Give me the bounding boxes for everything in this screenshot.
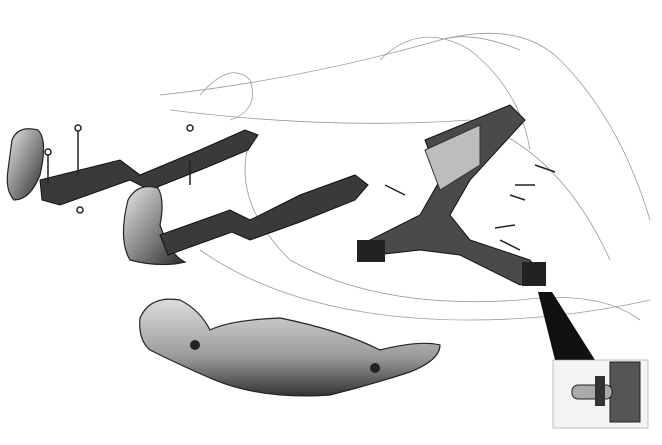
mounting-bracket-assembly xyxy=(357,104,546,286)
mounting-bolts xyxy=(44,124,556,251)
detail-inset xyxy=(538,292,649,429)
bumper-bar xyxy=(139,298,441,397)
car-body-outline xyxy=(159,32,651,321)
bumper-bracket-front xyxy=(39,129,259,206)
bumper-bracket-rear xyxy=(159,174,369,256)
bolt-icon xyxy=(370,363,380,373)
bolt-icon xyxy=(190,340,200,350)
bumper-guard-right xyxy=(122,185,187,266)
bumper-guard-left xyxy=(6,128,45,201)
